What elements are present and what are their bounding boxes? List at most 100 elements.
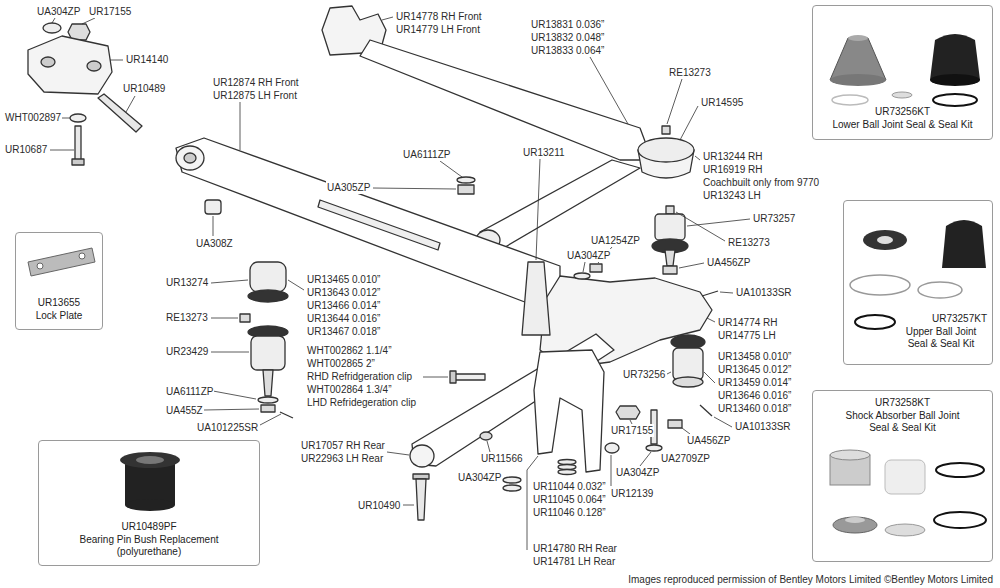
metal-cap [845, 517, 865, 523]
part-label: UA308Z [195, 237, 234, 250]
bracket-hole [41, 57, 55, 67]
part-label: UR17057 RH Rear [300, 439, 386, 452]
kit-panel: UR73258KTShock Absorber Ball Joint Seal … [812, 390, 993, 562]
part-label: WHT002897 [4, 111, 62, 124]
part-description: Lower Ball Joint Seal & Seal Kit [832, 119, 972, 132]
bearing-pin [98, 94, 142, 132]
credit-line: Images reproduced permission of Bentley … [627, 573, 994, 586]
part-label: UR10490 [357, 499, 401, 512]
nut [663, 266, 677, 274]
washer [646, 445, 662, 451]
part-label: UA305ZP [326, 181, 371, 194]
rubber-boot [930, 74, 980, 86]
part-label: UA10133SR [735, 286, 793, 299]
part-label: UR13243 LH [702, 189, 762, 202]
bearing-pin [416, 479, 426, 520]
part-label: UR12874 RH Front [212, 76, 300, 89]
part-label: UR11044 0.032” [532, 480, 607, 493]
part-label: UR13644 0.016” [306, 312, 381, 325]
nut [261, 405, 275, 412]
kit-panel: UR10489PFBearing Pin Bush Replacement (p… [38, 440, 260, 566]
nut [590, 264, 602, 272]
part-label: UA6111ZP [165, 385, 214, 398]
part-label: UR17155 [88, 5, 132, 18]
part-label: UR23429 [165, 345, 209, 358]
part-label: UR22963 LH Rear [300, 452, 384, 465]
part-label: UR12875 LH Front [212, 89, 298, 102]
nut [616, 406, 640, 419]
bracket-hole [87, 61, 101, 71]
part-number: UR73256KT [875, 106, 930, 119]
bush [605, 443, 619, 453]
part-label: UR13211 [522, 146, 566, 159]
part-label: UR11566 [480, 452, 524, 465]
front-lower-arm [176, 138, 560, 304]
split-pin [700, 405, 712, 416]
grease-nipple [240, 314, 250, 322]
washer [457, 177, 475, 183]
part-label: UR13831 0.036” [530, 18, 605, 31]
part-label: UA304ZP [36, 5, 81, 18]
washer [503, 477, 521, 483]
lock-plate-hole [37, 263, 43, 269]
o-ring [934, 512, 986, 528]
part-label: UR17155 [610, 424, 654, 437]
part-label: UR13645 0.012” [717, 363, 792, 376]
part-description: Bearing Pin Bush Replacement (polyuretha… [64, 534, 234, 559]
ball-joint-cup [638, 138, 694, 162]
part-label: WHT002862 1.1/4” [306, 344, 393, 357]
polyurethane-bush [120, 452, 180, 468]
lower-ball-joint [673, 348, 703, 380]
part-label: UR13460 0.018” [717, 402, 792, 415]
part-label: UR73257 [752, 212, 796, 225]
part-label: UA10133SR [734, 420, 792, 433]
o-ring [855, 315, 895, 329]
seal-cone [830, 38, 886, 80]
part-label: UR10489 [122, 82, 166, 95]
part-label: UR13466 0.014” [306, 299, 381, 312]
kit-panel: UR73257KTUpper Ball Joint Seal & Seal Ki… [843, 200, 993, 365]
clip-bolt [455, 374, 485, 380]
part-label: UA456ZP [706, 256, 751, 269]
o-ring [933, 94, 977, 106]
metal-sleeve [830, 450, 870, 460]
part-number: UR73258KT [875, 397, 930, 410]
upper-wishbone-arm [360, 40, 652, 160]
ring [918, 282, 962, 298]
part-label: WHT002865 2” [306, 357, 376, 370]
part-label: UR14781 LH Rear [532, 555, 616, 568]
arm-eye [410, 445, 434, 467]
o-ring [936, 463, 984, 477]
part-label: UA456ZP [686, 434, 731, 447]
part-label: UR13465 0.010” [306, 273, 381, 286]
arm-slot [318, 200, 440, 250]
ball-stud [665, 250, 675, 266]
polyurethane-bush [136, 456, 164, 464]
part-label: UR14775 LH [717, 329, 777, 342]
arm-eye [176, 146, 204, 170]
part-label: UR11045 0.064” [532, 493, 607, 506]
polyurethane-bush [125, 499, 175, 511]
part-label: Coachbuilt only from 9770 [702, 176, 820, 189]
rubber-boot [930, 34, 980, 80]
ball-joint-cap [250, 262, 286, 292]
seal-cone [848, 35, 868, 41]
rear-fork [534, 350, 604, 472]
part-label: UR13832 0.048” [530, 31, 605, 44]
part-label: RE13273 [165, 311, 209, 324]
washer [43, 23, 61, 33]
part-label: RHD Refridgeration clip [306, 370, 413, 383]
part-label: UR14595 [700, 96, 744, 109]
part-description: Upper Ball Joint Seal & Seal Kit [895, 326, 987, 351]
part-label: UR14774 RH [717, 316, 778, 329]
part-label: UR11046 0.128” [532, 506, 607, 519]
ball-joint [251, 336, 285, 370]
part-label: UA2709ZP [660, 452, 711, 465]
clear-bush [885, 460, 925, 494]
part-label: UR13459 0.014” [717, 376, 792, 389]
part-label: UA304ZP [457, 471, 502, 484]
kit-panel: UR73256KTLower Ball Joint Seal & Seal Ki… [812, 5, 993, 140]
part-label: UR14780 RH Rear [532, 542, 618, 555]
bolt [75, 126, 81, 160]
washer [574, 273, 590, 279]
